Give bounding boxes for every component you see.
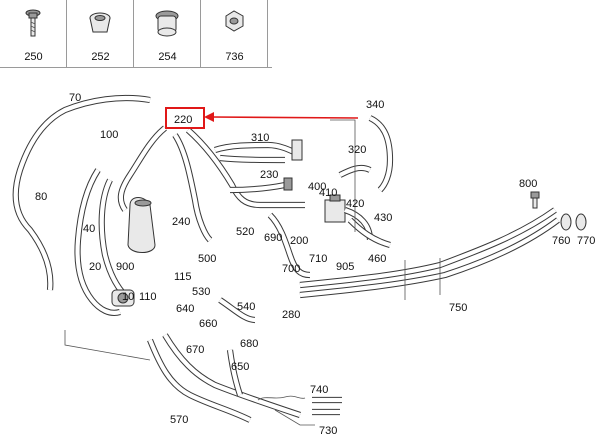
callout-310: 310 <box>251 132 269 144</box>
callout-20: 20 <box>89 261 101 273</box>
callout-200: 200 <box>290 235 308 247</box>
clip-icon <box>89 12 111 33</box>
callout-520: 520 <box>236 226 254 238</box>
callout-690: 690 <box>264 232 282 244</box>
hose-310 <box>214 139 303 164</box>
legend-cell-736: 736 <box>201 0 268 67</box>
callout-710: 710 <box>309 253 327 265</box>
expansion-tank <box>127 197 156 253</box>
highlight-box-220 <box>165 107 205 129</box>
highlight-arrowhead <box>204 112 214 122</box>
callout-770: 770 <box>577 235 595 247</box>
callout-760: 760 <box>552 235 570 247</box>
callout-905: 905 <box>336 261 354 273</box>
callout-700: 700 <box>282 263 300 275</box>
callout-340: 340 <box>366 99 384 111</box>
callout-320: 320 <box>348 144 366 156</box>
callout-900: 900 <box>116 261 134 273</box>
callout-10: 10 <box>122 291 134 303</box>
callout-460: 460 <box>368 253 386 265</box>
hose-240 <box>172 127 305 243</box>
hose-230 <box>229 177 293 194</box>
legend-number: 254 <box>158 51 177 63</box>
callout-115: 115 <box>174 271 192 283</box>
callout-650: 650 <box>231 361 249 373</box>
legend-number: 252 <box>91 51 110 63</box>
pump-900 <box>111 289 135 307</box>
callout-100: 100 <box>100 129 118 141</box>
parts-legend-table: 250 252 254 736 <box>0 0 272 68</box>
legend-cell-250: 250 <box>0 0 67 67</box>
callout-220: 220 <box>174 114 192 126</box>
callout-240: 240 <box>172 216 190 228</box>
hose-650 <box>226 349 243 396</box>
callout-280: 280 <box>282 309 300 321</box>
callout-70: 70 <box>69 92 81 104</box>
callout-230: 230 <box>260 169 278 181</box>
callout-540: 540 <box>237 301 255 313</box>
callout-110: 110 <box>139 291 157 303</box>
legend-number: 250 <box>24 51 43 63</box>
leader-line <box>64 330 151 361</box>
callout-680: 680 <box>240 338 258 350</box>
callout-670: 670 <box>186 344 204 356</box>
callout-500: 500 <box>198 253 216 265</box>
callout-530: 530 <box>192 286 210 298</box>
callout-420: 420 <box>346 198 364 210</box>
callout-40: 40 <box>83 223 95 235</box>
hose-570 <box>147 333 301 423</box>
hose-20 <box>98 178 133 303</box>
callout-750: 750 <box>449 302 467 314</box>
callout-640: 640 <box>176 303 194 315</box>
callout-80: 80 <box>35 191 47 203</box>
o-rings-760-770 <box>560 213 587 231</box>
leader-line <box>330 119 356 232</box>
legend-cell-252: 252 <box>67 0 134 67</box>
callout-410: 410 <box>319 187 337 199</box>
wire-clip <box>257 395 306 401</box>
pipe-750 <box>299 207 560 300</box>
bolt-800 <box>530 191 540 209</box>
legend-number: 736 <box>225 51 244 63</box>
legend-cell-254: 254 <box>134 0 201 67</box>
hose-540 <box>218 297 256 324</box>
hose-40 <box>74 168 121 316</box>
leader-line <box>274 409 315 426</box>
hose-200 <box>267 212 311 279</box>
callout-430: 430 <box>374 212 392 224</box>
callout-570: 570 <box>170 414 188 426</box>
hose-220 <box>117 125 168 212</box>
callout-800: 800 <box>519 178 537 190</box>
nut-icon <box>225 10 244 32</box>
callout-740: 740 <box>310 384 328 396</box>
hose-430 <box>347 217 391 248</box>
screw-icon <box>25 9 41 37</box>
callout-400: 400 <box>308 181 326 193</box>
callout-730: 730 <box>319 425 337 437</box>
grommet-icon <box>155 10 179 37</box>
callout-660: 660 <box>199 318 217 330</box>
highlight-arrow <box>211 116 359 119</box>
hose-70 <box>12 94 151 291</box>
